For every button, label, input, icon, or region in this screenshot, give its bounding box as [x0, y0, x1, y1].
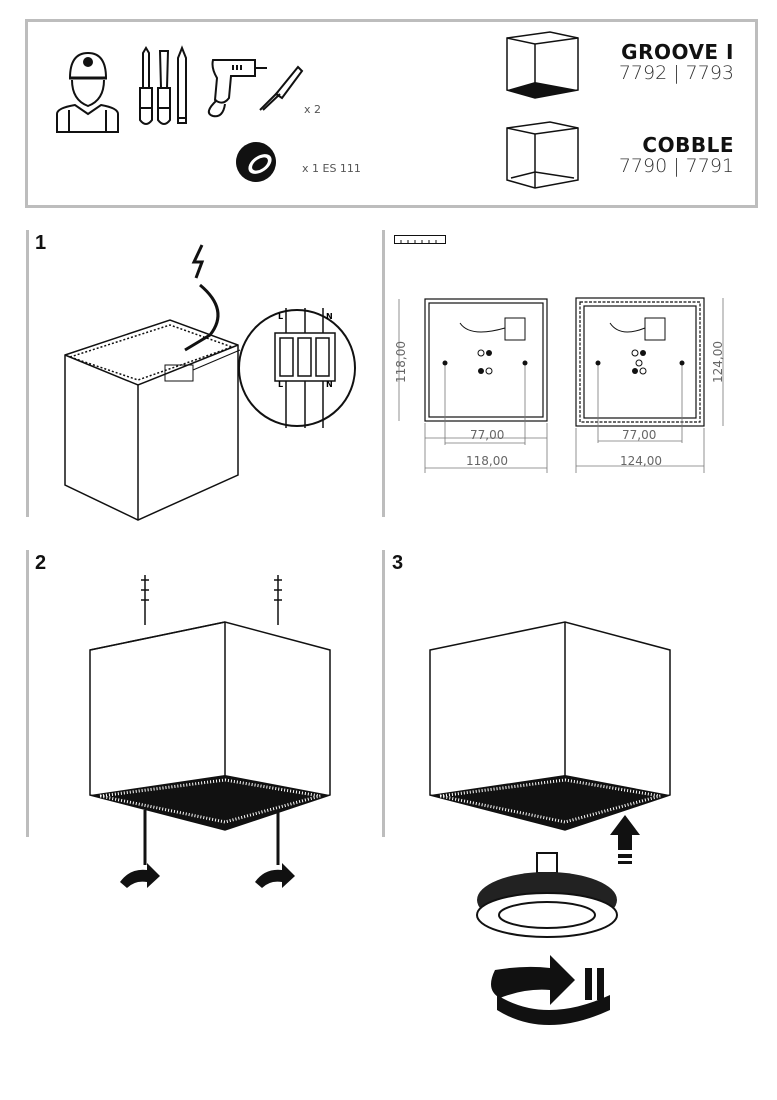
product-name-cobble: COBBLE	[642, 133, 734, 157]
cobble-height-dimension: 124,00	[711, 341, 725, 383]
terminal-block-detail: L N L N	[270, 308, 340, 428]
groove-dimension-drawing	[398, 298, 548, 473]
terminal-label-n-bottom: N	[326, 380, 333, 389]
bulb-quantity: x 1 ES 111	[302, 162, 361, 175]
es111-bulb-icon	[236, 142, 276, 182]
groove-height-dimension: 118,00	[394, 341, 408, 383]
groove-width-dimension: 118,00	[466, 454, 508, 468]
anchor-quantity: x 2	[304, 103, 322, 116]
step-2-bar	[26, 550, 29, 837]
drill-icon	[207, 59, 267, 118]
step-1-bar	[26, 230, 29, 517]
cobble-hole-spacing-dimension: 77,00	[622, 428, 657, 442]
step-3-bar	[382, 550, 385, 837]
product-codes-groove: 7792 | 7793	[618, 62, 734, 84]
groove-cube-icon	[506, 31, 579, 99]
step-2-mounting-illustration	[89, 575, 331, 888]
cobble-width-dimension: 124,00	[620, 454, 662, 468]
step-2-number: 2	[35, 552, 47, 574]
product-codes-cobble: 7790 | 7791	[618, 155, 734, 177]
header-box	[25, 19, 758, 208]
screwdriver-icon	[139, 45, 187, 125]
installer-icon	[56, 51, 119, 133]
terminal-label-n-top: N	[326, 312, 333, 321]
terminal-label-l-top: L	[278, 312, 284, 321]
terminal-label-l-bottom: L	[278, 380, 284, 389]
step-3-number: 3	[392, 552, 404, 574]
groove-hole-spacing-dimension: 77,00	[470, 428, 505, 442]
wall-anchor-icon	[259, 65, 304, 111]
step-1-wiring-illustration	[64, 244, 356, 521]
step-1-number: 1	[35, 232, 47, 254]
product-name-groove: GROOVE I	[621, 40, 734, 64]
ruler-icon	[394, 235, 446, 244]
dimensions-bar	[382, 230, 385, 517]
step-3-bulb-insertion-illustration	[429, 621, 671, 1025]
cobble-dimension-drawing	[575, 297, 724, 473]
cobble-cube-icon	[506, 121, 579, 189]
